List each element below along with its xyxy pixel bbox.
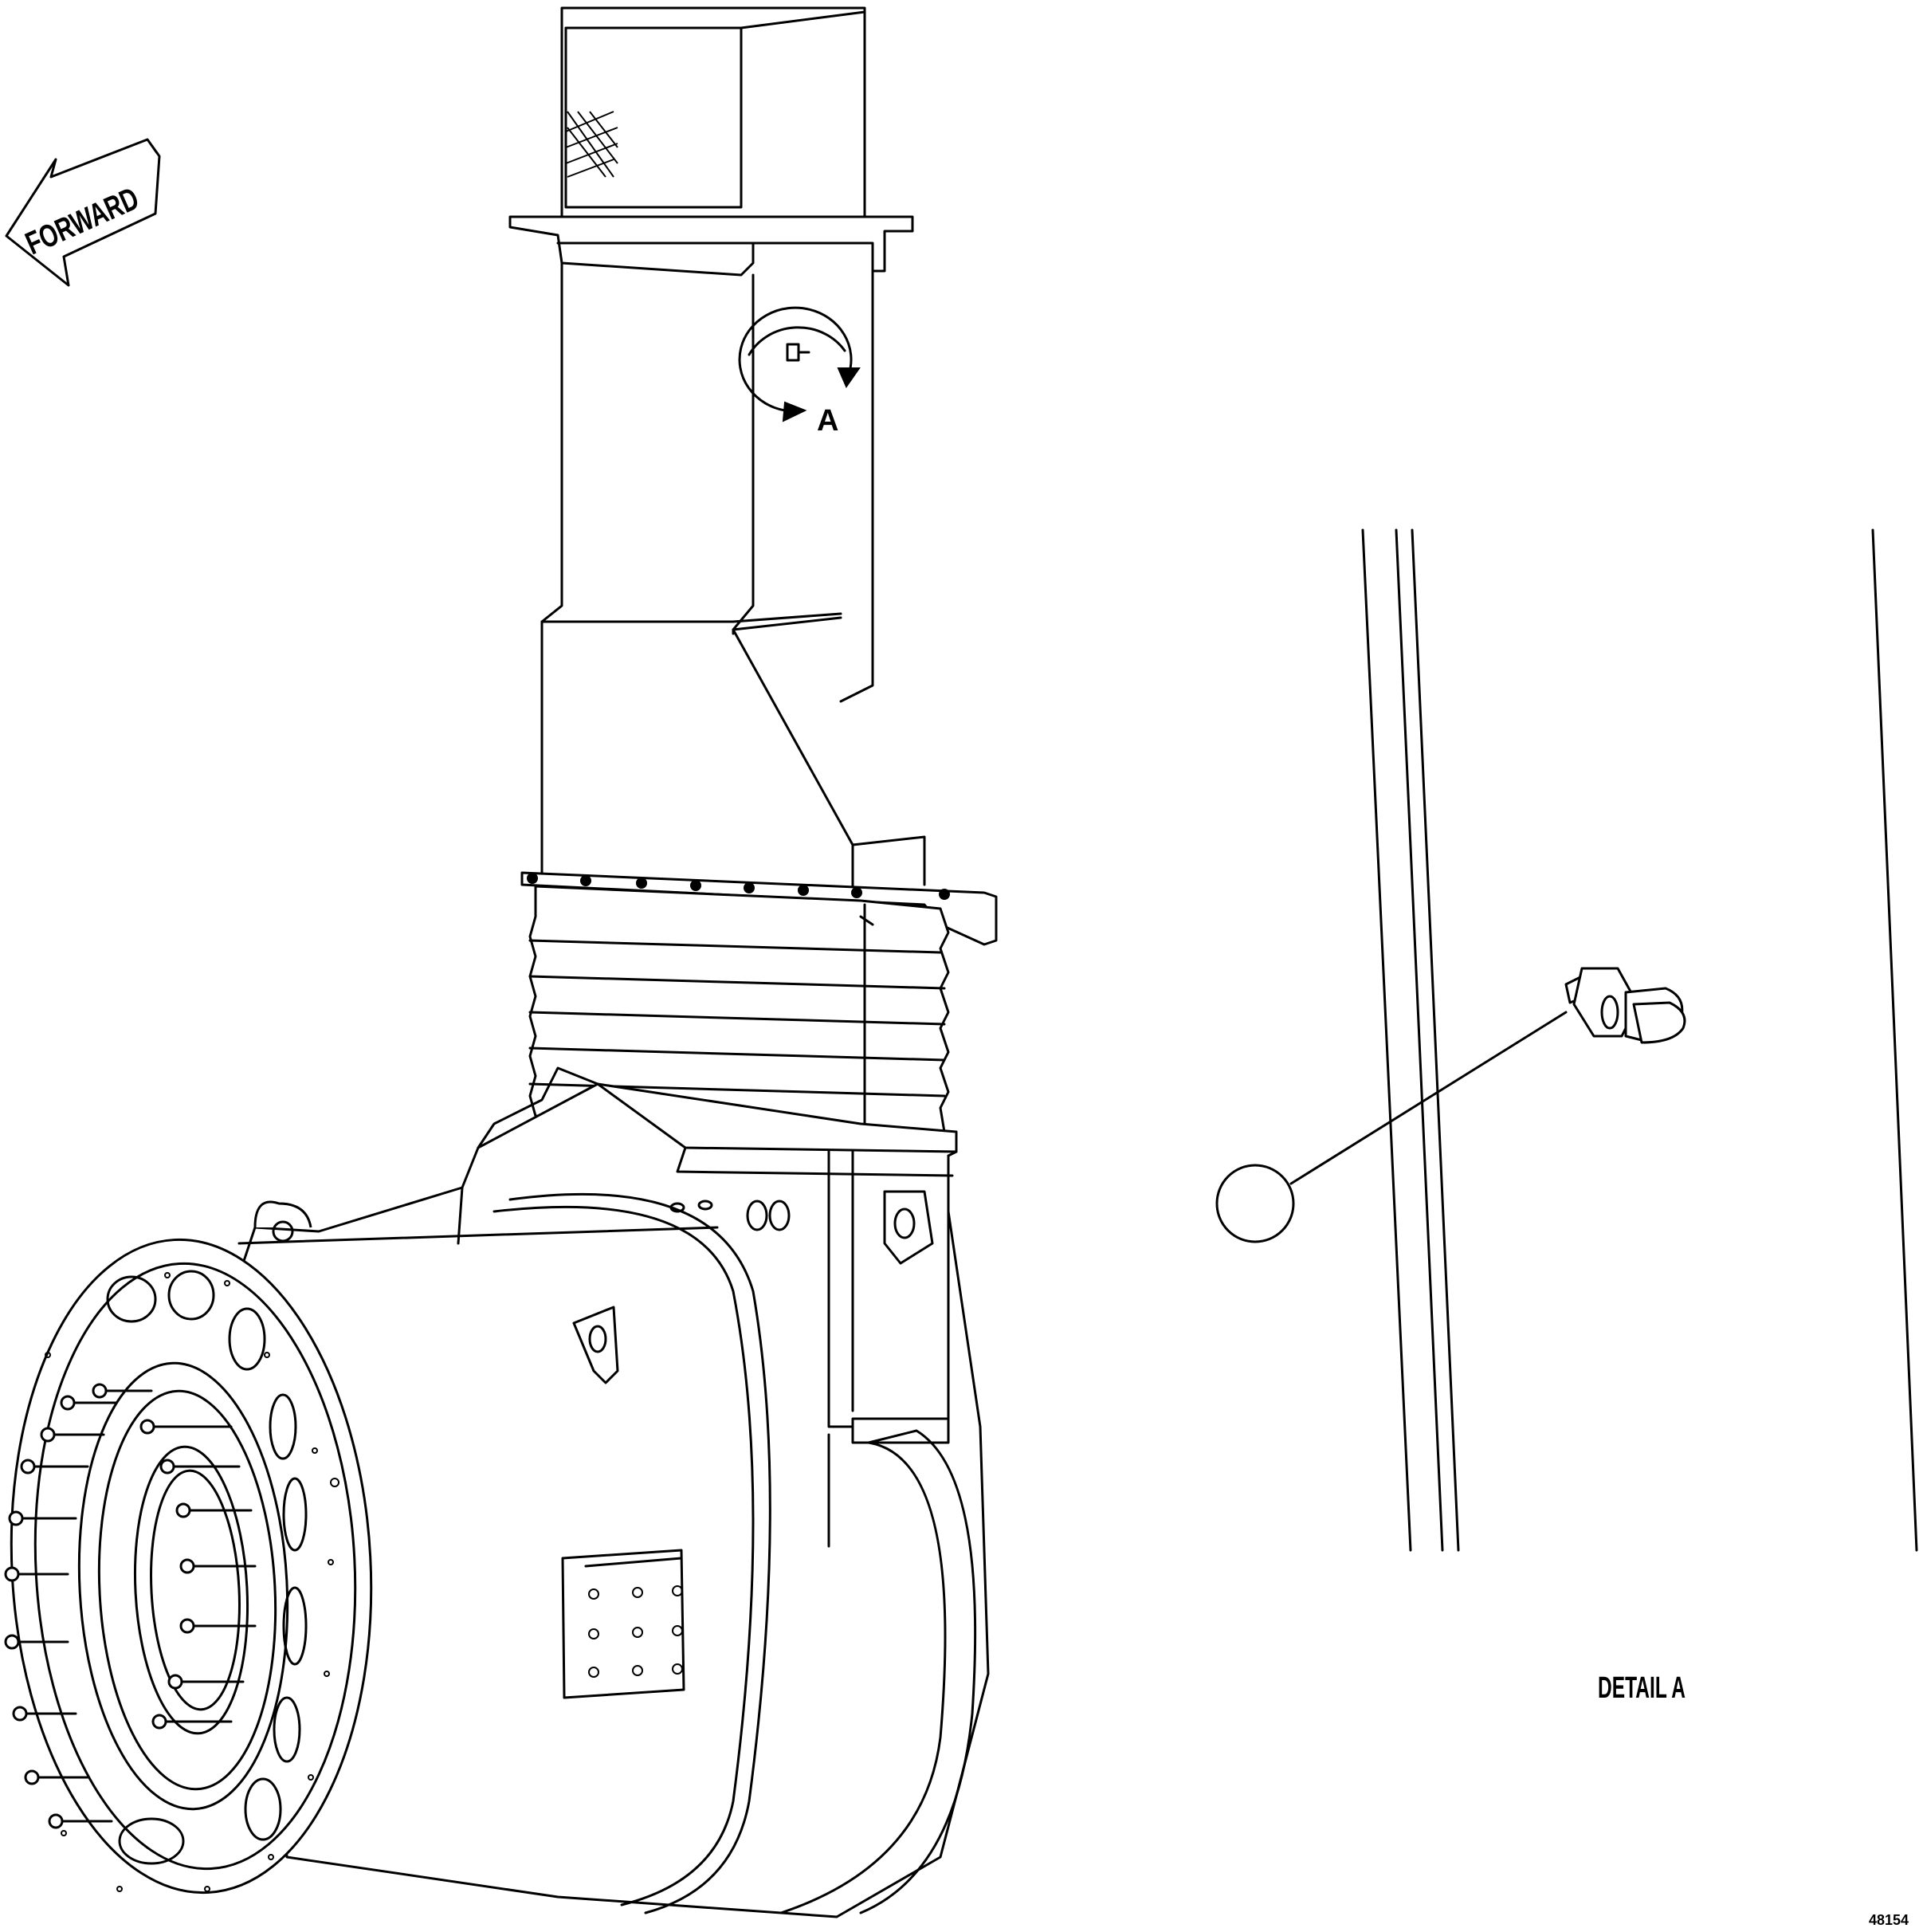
sensor-icon bbox=[1564, 967, 1686, 1044]
end-plate-bolts bbox=[4, 1383, 257, 1829]
detail-a-view: DETAIL A bbox=[1215, 528, 1918, 1705]
figure-number: 48154 bbox=[1869, 1912, 1909, 1928]
detail-title: DETAIL A bbox=[1598, 1671, 1686, 1705]
detail-callout-marker: A bbox=[738, 306, 861, 438]
motor-housing bbox=[237, 1066, 990, 1918]
callout-label: A bbox=[817, 404, 838, 438]
end-plate-holes bbox=[45, 1272, 339, 1892]
detail-callout-circle bbox=[1215, 1164, 1295, 1243]
band-bolts bbox=[527, 873, 950, 900]
flex-bellows bbox=[520, 871, 998, 1133]
air-duct-upper bbox=[508, 6, 926, 894]
forward-arrow-icon: FORWARD bbox=[5, 138, 161, 287]
grille-icon bbox=[565, 111, 618, 178]
end-plate-slots bbox=[106, 1270, 308, 1865]
end-plate bbox=[4, 1238, 373, 1895]
